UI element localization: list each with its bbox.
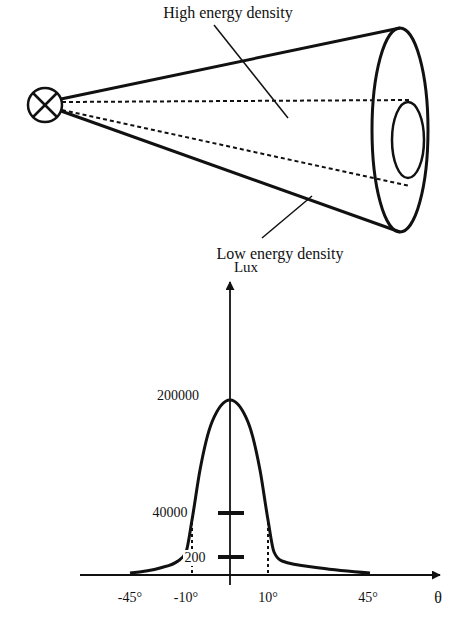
- lamp-symbol: [28, 88, 62, 122]
- angle-markers: [192, 522, 268, 575]
- axis-title: Lux: [232, 259, 260, 276]
- illuminance-curve: [130, 400, 370, 573]
- y-tick-label: 40000: [151, 505, 190, 520]
- axis-title: θ: [432, 589, 444, 607]
- chart-axes: [80, 282, 440, 585]
- x-tick-label: 45°: [356, 590, 380, 605]
- light-cone: [61, 28, 428, 232]
- y-tick-label: 200: [183, 550, 208, 565]
- y-tick-label: 200000: [155, 388, 201, 403]
- callout-label: High energy density: [161, 4, 294, 22]
- x-tick-label: -10°: [172, 590, 200, 605]
- x-tick-label: -45°: [116, 590, 144, 605]
- leader-lines: [214, 25, 312, 238]
- x-tick-label: 10°: [256, 590, 280, 605]
